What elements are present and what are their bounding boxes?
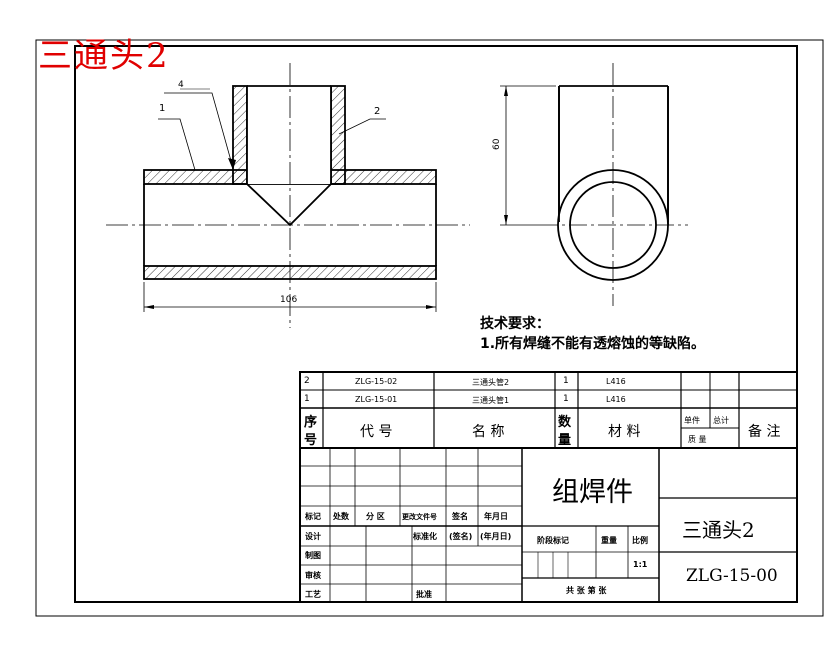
part-label-2: 2 (374, 106, 381, 117)
length-dimension-text: 106 (280, 295, 298, 305)
drafting-label: 制图 (305, 551, 321, 560)
tech-requirement-item: 1.所有焊缝不能有透熔蚀的等缺陷。 (480, 336, 706, 352)
title-block-grid (299, 371, 798, 603)
part-label-1: 1 (159, 103, 166, 114)
bom-header-code: 代 号 (360, 424, 393, 440)
approve-label: 批准 (416, 590, 432, 599)
tech-requirements-heading: 技术要求： (480, 316, 550, 332)
rev-label: 更改文件号 (402, 513, 437, 521)
leader-part-1 (158, 118, 196, 171)
weight-label: 重量 (601, 536, 617, 545)
rev-label: 签名 (452, 512, 468, 521)
outer-border (35, 39, 824, 617)
bom-row-qty: 1 (563, 376, 569, 386)
sheet-count: 共 张 第 张 (566, 586, 607, 595)
bom-header-remark: 备 注 (748, 424, 781, 440)
bom-row-code: ZLG-15-02 (355, 377, 398, 386)
part-title: 组焊件 (552, 477, 633, 508)
bom-row-material: L416 (606, 395, 626, 404)
bom-header-unit: 单件 (684, 416, 700, 425)
bom-header-seq-bottom: 号 (304, 433, 318, 448)
bom-row-seq: 1 (304, 394, 310, 404)
branch-left-wall (232, 85, 248, 185)
rev-label: 标记 (305, 512, 321, 521)
bom-row-material: L416 (606, 377, 626, 386)
branch-right-wall (330, 85, 346, 185)
bom-header-weight: 质 量 (688, 435, 707, 444)
bom-header-name: 名 称 (472, 424, 505, 440)
bom-header-qty-top: 数 (558, 415, 572, 430)
bom-header-total: 总计 (713, 416, 729, 425)
stage-mark-label: 阶段标记 (537, 536, 569, 545)
drawing-number: ZLG-15-00 (686, 566, 778, 586)
weld-leader (164, 92, 234, 169)
review-label: 审核 (305, 571, 321, 580)
bom-row-qty: 1 (563, 394, 569, 404)
bom-row-seq: 2 (304, 376, 310, 386)
drawing-title-red: 三通头2 (38, 36, 170, 76)
design-label: 设计 (305, 532, 321, 541)
leader-part-2 (338, 118, 386, 135)
scale-label: 比例 (632, 536, 648, 545)
date-label: (年月日) (480, 532, 512, 541)
bom-header-material: 材 料 (608, 424, 641, 440)
rev-label: 年月日 (484, 512, 508, 521)
standardize-label: 标准化 (413, 532, 437, 541)
side-view (500, 63, 688, 306)
rev-label: 处数 (333, 512, 349, 521)
weld-symbol-label: 4 (178, 80, 184, 90)
bom-header-seq-top: 序 (304, 415, 318, 430)
drawing-name: 三通头2 (682, 518, 755, 542)
front-view (106, 63, 470, 328)
bom-header-qty-bottom: 量 (558, 433, 572, 448)
bom-row-name: 三通头管2 (472, 378, 510, 387)
scale-value: 1:1 (633, 560, 648, 569)
height-dimension-text: 60 (492, 138, 502, 150)
bom-row-name: 三通头管1 (472, 396, 510, 405)
bom-row-code: ZLG-15-01 (355, 395, 398, 404)
process-label: 工艺 (305, 590, 321, 599)
rev-label: 分 区 (366, 512, 385, 521)
branch-intersection (246, 183, 332, 227)
sign-label: (签名) (449, 532, 473, 541)
